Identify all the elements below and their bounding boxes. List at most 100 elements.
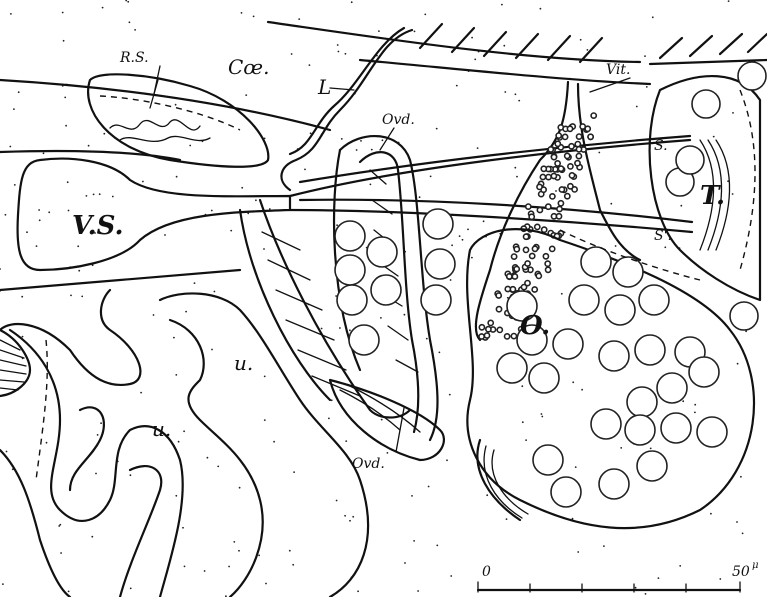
stipple-dot: [486, 494, 488, 496]
vitellarium-granule: [525, 281, 530, 286]
stipple-dot: [351, 1, 353, 3]
vitellarium-granule: [540, 174, 545, 179]
stipple-dot: [64, 97, 66, 99]
vitellarium-granule: [588, 134, 593, 139]
stipple-dot: [103, 133, 105, 135]
stipple-dot: [522, 421, 524, 423]
vitellarium-granule: [525, 261, 530, 266]
vitellarium-granule: [545, 261, 550, 266]
stipple-dot: [63, 40, 65, 42]
stipple-dot: [471, 37, 473, 39]
stipple-dot: [95, 473, 97, 475]
label-uterus-lower: u.: [152, 417, 171, 441]
ovary-cell: [533, 445, 563, 475]
vitellarium-granule: [548, 147, 553, 152]
stipple-dot: [525, 439, 527, 441]
vitellarium-granule: [496, 293, 501, 298]
ovary-cell: [591, 409, 621, 439]
stipple-dot: [140, 392, 142, 394]
ovary-cell: [613, 257, 643, 287]
stipple-dot: [258, 555, 260, 557]
stipple-dot: [183, 430, 185, 432]
stipple-dot: [615, 245, 617, 247]
stipple-dot: [644, 55, 646, 57]
stipple-dot: [97, 434, 99, 436]
stipple-dot: [575, 466, 577, 468]
stipple-dot: [664, 246, 666, 248]
stipple-dot: [713, 136, 715, 138]
vitellarium-granule: [514, 247, 519, 252]
stipple-dot: [450, 575, 452, 577]
stipple-dot: [68, 210, 70, 212]
stipple-dot: [682, 400, 684, 402]
label-uterus-upper: u.: [234, 351, 253, 375]
stipple-dot: [555, 190, 557, 192]
stipple-dot: [580, 39, 582, 41]
stipple-dot: [184, 566, 186, 568]
stipple-dot: [694, 404, 696, 406]
label-sperm-upper: S.: [654, 138, 668, 154]
vitellarium-granule: [532, 287, 537, 292]
vitellarium-granule: [546, 204, 551, 209]
stipple-dot: [349, 520, 351, 522]
stipple-dot: [501, 4, 503, 6]
ovary-cell: [581, 247, 611, 277]
stipple-dot: [679, 565, 681, 567]
stipple-dot: [48, 211, 50, 213]
stipple-dot: [0, 268, 1, 270]
stipple-dot: [413, 540, 415, 542]
stipple-dot: [178, 441, 180, 443]
stipple-dot: [321, 328, 323, 330]
stipple-dot: [451, 244, 453, 246]
ovary-cell: [689, 357, 719, 387]
vitellarium-granule: [496, 307, 501, 312]
stipple-dot: [230, 230, 232, 232]
egg-capsule: [335, 255, 365, 285]
stipple-dot: [417, 590, 419, 592]
egg-capsule: [335, 221, 365, 251]
stipple-dot: [518, 100, 520, 102]
stipple-dot: [357, 590, 359, 592]
label-oviduct-upper: Ovd.: [382, 112, 415, 128]
stipple-dot: [175, 495, 177, 497]
ovary-cell: [635, 335, 665, 365]
stipple-dot: [577, 551, 579, 553]
stipple-dot: [310, 132, 312, 134]
stipple-dot: [78, 270, 80, 272]
stipple-dot: [134, 29, 136, 31]
egg-capsule-lower: [330, 380, 528, 520]
stipple-dot: [153, 314, 155, 316]
vitellarium-granule: [550, 194, 555, 199]
stipple-dot: [14, 184, 16, 186]
stipple-dot: [710, 513, 712, 515]
ovary-cell: [551, 477, 581, 507]
vitellarium-granule: [543, 254, 548, 259]
stipple-dot: [164, 234, 166, 236]
stipple-dot: [207, 457, 209, 459]
stipple-dot: [424, 14, 426, 16]
vitellarium-granule: [537, 207, 542, 212]
stipple-dot: [446, 459, 448, 461]
vitellarium-granule: [568, 164, 573, 169]
stipple-dot: [245, 94, 247, 96]
stipple-dot: [26, 231, 28, 233]
stipple-dot: [264, 419, 266, 421]
vitellarium-granule: [505, 286, 510, 291]
scale-bar-start: 0: [482, 564, 491, 580]
stipple-dot: [728, 0, 730, 2]
stipple-dot: [462, 239, 464, 241]
vitellarium-granule: [565, 153, 570, 158]
stipple-dot: [370, 184, 372, 186]
vitellarium-granule: [568, 184, 573, 189]
stipple-dot: [102, 7, 104, 9]
vitellarium-granule: [563, 134, 568, 139]
stipple-dot: [5, 214, 7, 216]
stipple-dot: [269, 208, 271, 210]
label-coelom: Cœ.: [228, 55, 269, 79]
stipple-dot: [456, 85, 458, 87]
stipple-dot: [645, 593, 647, 595]
hatch-marks: [420, 24, 767, 62]
vitellarium-granule: [551, 155, 556, 160]
egg-capsule: [371, 275, 401, 305]
vitellarium-granule: [523, 247, 528, 252]
